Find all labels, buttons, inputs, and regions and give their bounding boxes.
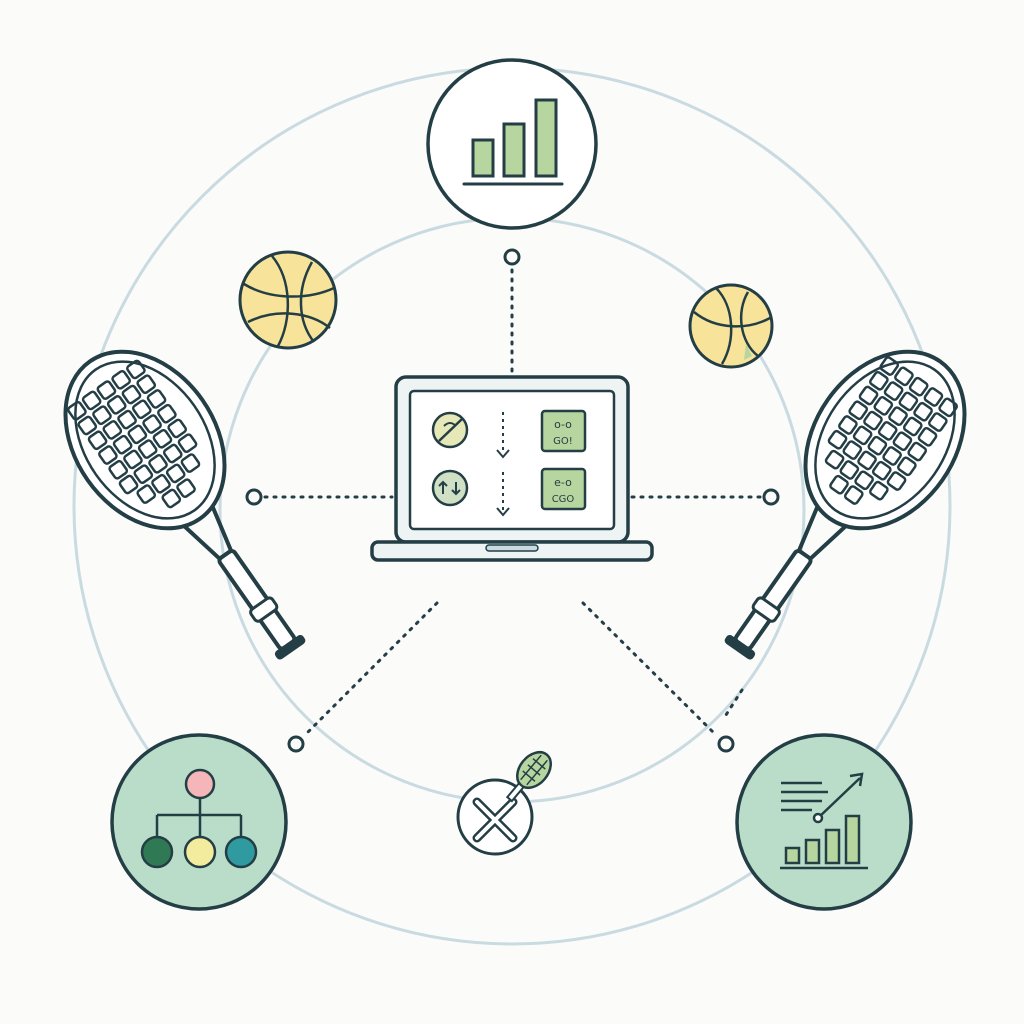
connector-dot-top <box>503 248 521 266</box>
hierarchy-icon <box>140 768 258 869</box>
laptop-hub: o-o GO! e-o CGO <box>370 375 654 562</box>
connectors <box>263 268 762 737</box>
screen-card-1-top: o-o <box>554 418 572 431</box>
node-top-bar-chart <box>426 58 598 230</box>
ball-icon-left <box>238 250 338 350</box>
cancel-racket-icon <box>472 750 552 843</box>
bar-chart-icon <box>462 98 564 186</box>
connector-dot-left <box>245 488 263 506</box>
connector-racket-right <box>722 688 744 720</box>
flow-arrows <box>496 412 510 517</box>
screen-card-2-bottom: CGO <box>552 494 575 505</box>
trend-report-icon <box>780 772 868 870</box>
screen-card-1: o-o GO! <box>540 409 587 453</box>
node-bottom-right-trend <box>735 733 913 911</box>
connector-dot-bottom-left <box>287 735 305 753</box>
connector-nodes <box>245 248 780 753</box>
tennis-racket-icon-left <box>63 349 306 660</box>
screen-card-1-bottom: GO! <box>553 436 573 447</box>
ball-icon-right <box>688 283 774 369</box>
connector-dot-bottom-right <box>717 735 735 753</box>
swap-arrows-icon <box>431 469 469 507</box>
screen-card-2: e-o CGO <box>540 467 587 511</box>
connector-dot-right <box>762 488 780 506</box>
no-ball-icon <box>431 411 469 449</box>
node-bottom-left-hierarchy <box>110 733 288 911</box>
connector-bottom-right <box>581 601 718 737</box>
screen-card-2-top: e-o <box>554 476 572 489</box>
node-bottom-center-cancel <box>456 750 552 856</box>
tennis-racket-icon-right <box>724 349 967 660</box>
connector-bottom-left <box>303 601 439 737</box>
